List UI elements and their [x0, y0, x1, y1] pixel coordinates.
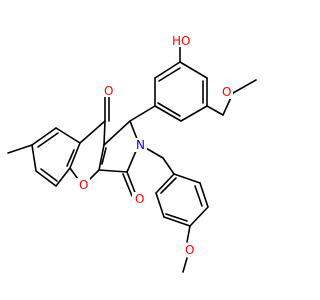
ring-oxygen-label: O: [79, 178, 88, 192]
bond-lines: [7, 44, 257, 273]
ethoxy-oxygen-label: O: [222, 85, 231, 99]
hydroxyl-label: HO: [172, 34, 190, 48]
molecule-structure: HO O O N O O O: [7, 33, 257, 273]
methoxy-oxygen-label: O: [185, 243, 194, 257]
ketone-oxygen-label: O: [104, 84, 113, 98]
nitrogen-label: N: [136, 138, 145, 152]
atom-labels: HO O O N O O O: [76, 33, 233, 257]
lactam-oxygen-label: O: [135, 192, 144, 206]
